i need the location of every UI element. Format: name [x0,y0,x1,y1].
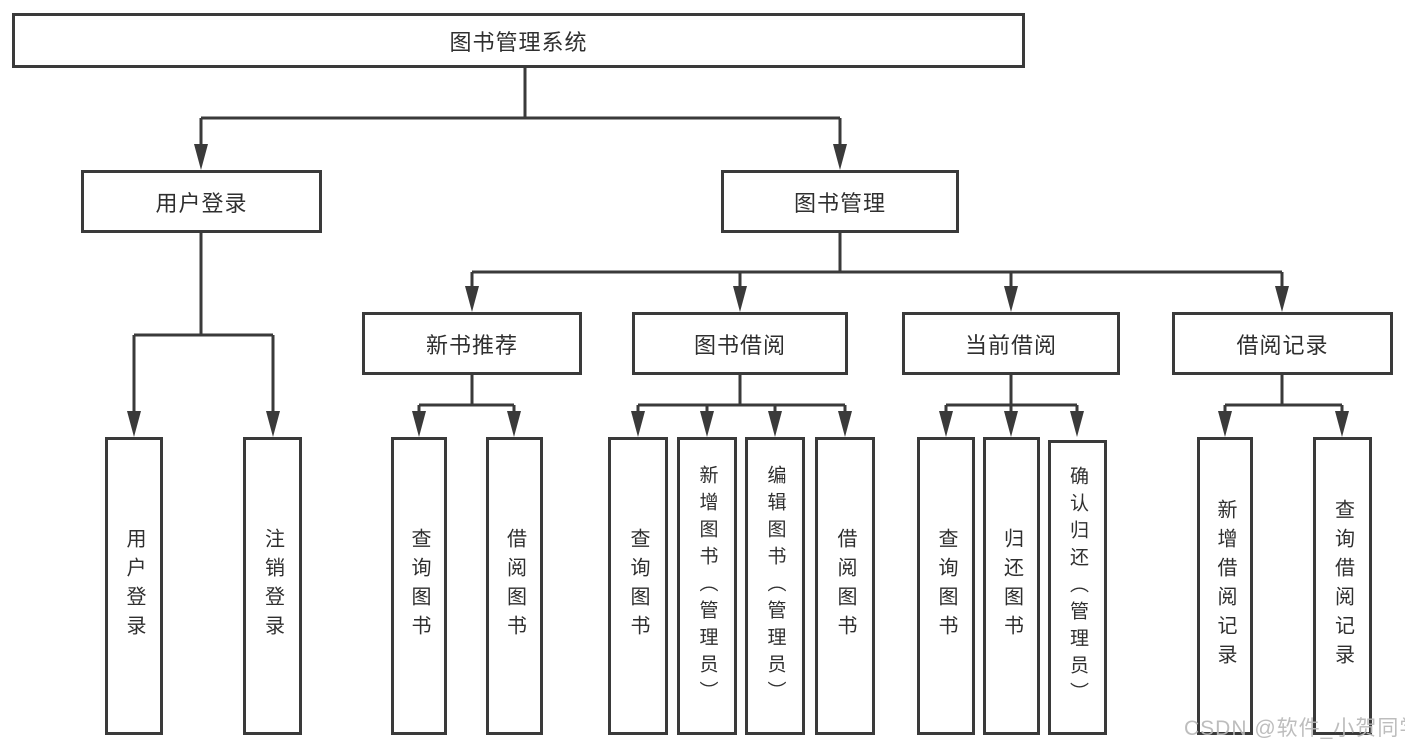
leaf-return-book: 归还图书 [983,437,1040,735]
node-book-borrow: 图书借阅 [632,312,848,375]
leaf-newrec-query-book: 查询图书 [391,437,447,735]
node-borrow-record: 借阅记录 [1172,312,1393,375]
leaf-borrow-query-book: 查询图书 [608,437,668,735]
leaf-borrow-book-label: 借阅图书 [834,528,856,644]
leaf-borrow-query-book-label: 查询图书 [627,528,649,644]
leaf-borrow-book: 借阅图书 [815,437,875,735]
node-new-book-recommend-label: 新书推荐 [425,332,518,358]
node-user-login-label: 用户登录 [155,190,248,216]
node-book-borrow-label: 图书借阅 [693,332,786,358]
leaf-edit-book-admin: 编辑图书（管理员） [745,437,805,735]
node-user-login: 用户登录 [81,170,322,233]
node-book-management-label: 图书管理 [793,190,886,216]
node-root: 图书管理系统 [12,13,1025,68]
node-book-management: 图书管理 [721,170,959,233]
node-root-label: 图书管理系统 [449,29,588,55]
leaf-edit-book-admin-label: 编辑图书（管理员） [764,464,786,708]
leaf-return-book-label: 归还图书 [1000,528,1023,644]
csdn-watermark: CSDN @软件_小贺同学 [1184,717,1405,740]
leaf-add-book-admin: 新增图书（管理员） [677,437,737,735]
node-new-book-recommend: 新书推荐 [362,312,582,375]
leaf-newrec-borrow-book-label: 借阅图书 [503,528,526,644]
leaf-current-query-book-label: 查询图书 [935,528,957,644]
leaf-add-book-admin-label: 新增图书（管理员） [696,464,718,708]
leaf-newrec-query-book-label: 查询图书 [408,528,430,644]
leaf-add-borrow-record: 新增借阅记录 [1197,437,1253,735]
leaf-query-borrow-record-label: 查询借阅记录 [1331,499,1354,673]
leaf-confirm-return-admin: 确认归还（管理员） [1048,440,1107,735]
node-borrow-record-label: 借阅记录 [1236,332,1329,358]
leaf-logout: 注销登录 [243,437,302,735]
leaf-current-query-book: 查询图书 [917,437,975,735]
leaf-confirm-return-admin-label: 确认归还（管理员） [1067,466,1088,709]
leaf-logout-label: 注销登录 [261,528,284,644]
leaf-add-borrow-record-label: 新增借阅记录 [1214,499,1236,673]
node-current-borrow: 当前借阅 [902,312,1120,375]
node-current-borrow-label: 当前借阅 [964,332,1057,358]
leaf-newrec-borrow-book: 借阅图书 [486,437,543,735]
leaf-query-borrow-record: 查询借阅记录 [1313,437,1372,735]
leaf-user-login: 用户登录 [105,437,163,735]
leaf-user-login-label: 用户登录 [123,528,145,644]
